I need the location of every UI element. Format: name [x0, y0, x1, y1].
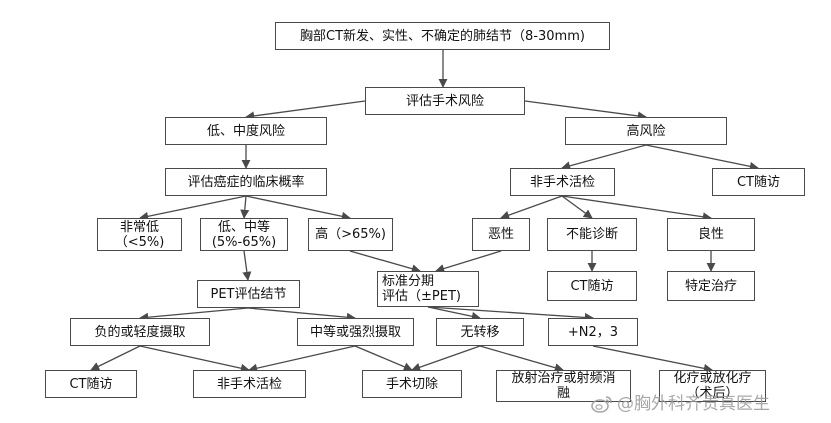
arrow-no-meta-to-surgery	[411, 345, 481, 372]
arrow-high-risk-to-nonsurg	[561, 144, 647, 171]
node-malignant: 恶性	[472, 218, 530, 251]
node-moderate-uptake: 中等或强烈摄取	[297, 318, 414, 346]
node-n2-n3: +N2，3	[548, 318, 638, 346]
arrow-malignant-to-staging	[435, 250, 502, 273]
arrow-n2n3-to-chemo	[592, 345, 713, 373]
watermark: @胸外科齐贵真医生	[591, 393, 827, 415]
node-non-diagnostic: 不能诊断	[547, 218, 637, 251]
arrow-eval-risk-to-high-risk	[524, 100, 647, 121]
node-specific-treatment: 特定治疗	[667, 271, 755, 301]
node-low-mid-risk: 低、中度风险	[165, 117, 327, 145]
arrow-staging-to-n2n3	[427, 306, 594, 322]
arrow-eval-prob-to-very-low	[139, 195, 247, 221]
node-pet-eval: PET评估结节	[197, 280, 300, 308]
node-benign: 良性	[667, 218, 755, 251]
arrow-low-mid-prob-to-pet	[242, 250, 252, 281]
arrow-nonsurg-to-non-diag	[561, 195, 593, 219]
arrow-negative-to-nonsurg	[139, 345, 250, 373]
node-negative-uptake: 负的或轻度摄取	[70, 318, 210, 346]
node-eval-risk: 评估手术风险	[365, 87, 525, 115]
arrow-high-risk-to-ct-follow	[645, 144, 759, 171]
arrow-pet-to-negative-uptake	[139, 307, 249, 322]
arrow-pet-to-moderate-uptake	[247, 307, 356, 322]
arrow-moderate-to-surgery	[354, 345, 413, 372]
node-ct-follow-top: CT随访	[712, 168, 805, 196]
arrow-nonsurg-to-benign	[561, 195, 712, 222]
node-nonsurgical-biopsy-high: 非手术活检	[510, 168, 615, 196]
arrow-eval-prob-to-high-prob	[245, 195, 351, 221]
weibo-logo-icon	[591, 396, 612, 413]
node-ct-follow-bottom: CT随访	[45, 370, 137, 398]
node-nonsurgical-biopsy-bottom: 非手术活检	[193, 370, 306, 398]
node-low-mid-prob: 低、中等 (5%-65%)	[200, 218, 288, 251]
node-very-low-prob: 非常低 （<5%)	[97, 218, 182, 251]
arrow-no-meta-to-radio	[479, 345, 564, 373]
node-high-risk: 高风险	[565, 117, 727, 145]
arrow-nonsurg-to-malignant	[500, 195, 563, 220]
arrow-moderate-to-nonsurg	[248, 345, 356, 373]
node-ct-follow-mid: CT随访	[547, 271, 637, 301]
node-eval-probability: 评估癌症的临床概率	[165, 168, 327, 196]
arrow-negative-to-ct-follow	[90, 345, 141, 371]
arrow-high-prob-to-staging	[349, 250, 421, 274]
node-root: 胸部CT新发、实性、不确定的肺结节（8-30mm)	[275, 22, 610, 50]
arrow-staging-to-no-meta	[427, 306, 481, 321]
arrow-eval-risk-to-low-mid-risk	[245, 100, 366, 121]
arrow-eval-prob-to-low-mid	[240, 195, 250, 219]
node-surgery: 手术切除	[362, 370, 462, 398]
node-chemotherapy: 化疗或放化疗 （术后）	[659, 370, 766, 402]
node-no-metastasis: 无转移	[436, 318, 524, 346]
node-staging: 标准分期 评估（±PET)	[377, 271, 479, 307]
watermark-text: @胸外科齐贵真医生	[617, 394, 770, 414]
node-high-prob: 高（>65%)	[308, 218, 393, 251]
